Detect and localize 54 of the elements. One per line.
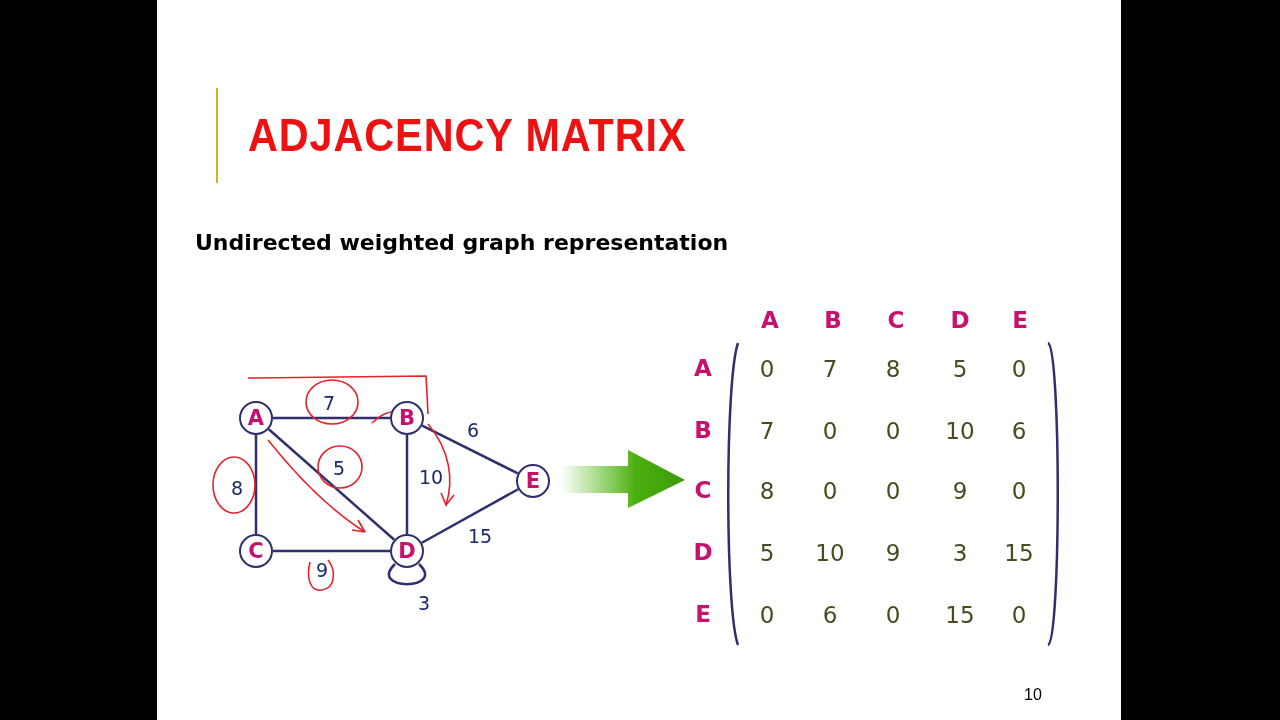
matrix-value: 0 xyxy=(1011,602,1027,628)
edge-label: 6 xyxy=(466,419,480,441)
matrix-value: 6 xyxy=(1011,418,1027,444)
matrix-header: E xyxy=(695,601,711,627)
graph-edge xyxy=(254,435,258,534)
graph-edge xyxy=(421,424,519,475)
matrix-value: 9 xyxy=(885,540,901,566)
edge-label: 7 xyxy=(322,392,336,414)
graph-edge xyxy=(421,488,519,544)
matrix-value: 7 xyxy=(759,418,775,444)
matrix-value: 0 xyxy=(885,418,901,444)
matrix-value: 15 xyxy=(1004,540,1034,566)
matrix-header: D xyxy=(950,307,970,333)
matrix-header: D xyxy=(693,539,713,565)
matrix-value: 0 xyxy=(1011,478,1027,504)
matrix-header: B xyxy=(694,417,712,443)
matrix-header: A xyxy=(761,307,779,333)
edge-label: 15 xyxy=(467,525,493,547)
graph-edge xyxy=(405,435,409,534)
matrix-value: 5 xyxy=(759,540,775,566)
page-number: 10 xyxy=(1024,686,1042,704)
matrix-value: 0 xyxy=(885,478,901,504)
matrix-header: B xyxy=(824,307,842,333)
matrix-value: 0 xyxy=(822,418,838,444)
matrix-value: 15 xyxy=(945,602,975,628)
matrix-value: 5 xyxy=(952,356,968,382)
matrix-value: 6 xyxy=(822,602,838,628)
graph-edge xyxy=(273,416,390,420)
graph-edge xyxy=(273,549,390,553)
matrix-header: C xyxy=(887,307,905,333)
matrix-value: 0 xyxy=(885,602,901,628)
matrix-header: E xyxy=(1012,307,1028,333)
matrix-value: 7 xyxy=(822,356,838,382)
graph-edge xyxy=(267,428,396,541)
matrix-value: 10 xyxy=(945,418,975,444)
matrix-value: 0 xyxy=(759,602,775,628)
slide-title: ADJACENCY MATRIX xyxy=(248,108,687,162)
matrix-header: A xyxy=(694,355,712,381)
edge-label: 9 xyxy=(315,559,329,581)
matrix-value: 0 xyxy=(759,356,775,382)
subtitle: Undirected weighted graph representation xyxy=(195,230,729,255)
matrix-value: 0 xyxy=(822,478,838,504)
edge-label: 10 xyxy=(418,466,444,488)
edge-label: 3 xyxy=(417,592,431,614)
matrix-value: 10 xyxy=(815,540,845,566)
matrix-header: C xyxy=(694,477,712,503)
edge-label: 5 xyxy=(332,457,346,479)
matrix-value: 8 xyxy=(759,478,775,504)
matrix-value: 0 xyxy=(1011,356,1027,382)
self-loop xyxy=(388,563,426,586)
edge-label: 8 xyxy=(230,477,244,499)
matrix-value: 3 xyxy=(952,540,968,566)
matrix-value: 9 xyxy=(952,478,968,504)
matrix-value: 8 xyxy=(885,356,901,382)
